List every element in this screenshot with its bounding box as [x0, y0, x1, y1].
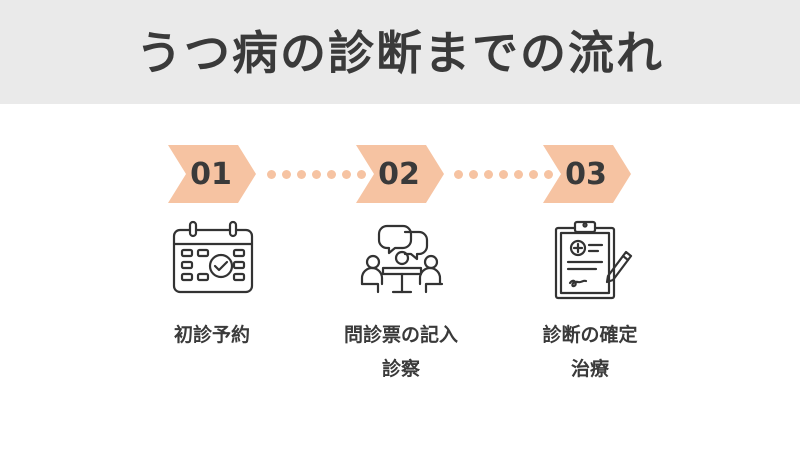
connector-dots-2 — [454, 168, 553, 180]
step-1-arrow: 01 — [168, 145, 256, 203]
step-3-arrow: 03 — [543, 145, 631, 203]
step-3-number: 03 — [565, 156, 607, 192]
calendar-check-icon — [168, 218, 258, 302]
step-2-label-line2: 診察 — [381, 358, 420, 380]
connector-dots-1 — [267, 168, 366, 180]
step-2-label: 問診票の記入 診察 — [301, 318, 501, 386]
meeting-people-icon — [357, 218, 447, 302]
step-2-label-line1: 問診票の記入 — [343, 324, 458, 346]
step-1-label: 初診予約 — [112, 318, 312, 352]
step-3-label: 診断の確定 治療 — [490, 318, 690, 386]
page-title: うつ病の診断までの流れ — [136, 26, 664, 80]
step-1-number: 01 — [190, 156, 232, 192]
step-1-label-line1: 初診予約 — [173, 324, 250, 346]
title-banner: うつ病の診断までの流れ — [0, 0, 800, 104]
step-2-arrow: 02 — [356, 145, 444, 203]
clipboard-prescription-icon — [548, 218, 638, 306]
step-3-label-line2: 治療 — [570, 358, 609, 380]
step-3-label-line1: 診断の確定 — [542, 324, 638, 346]
step-2-number: 02 — [378, 156, 420, 192]
